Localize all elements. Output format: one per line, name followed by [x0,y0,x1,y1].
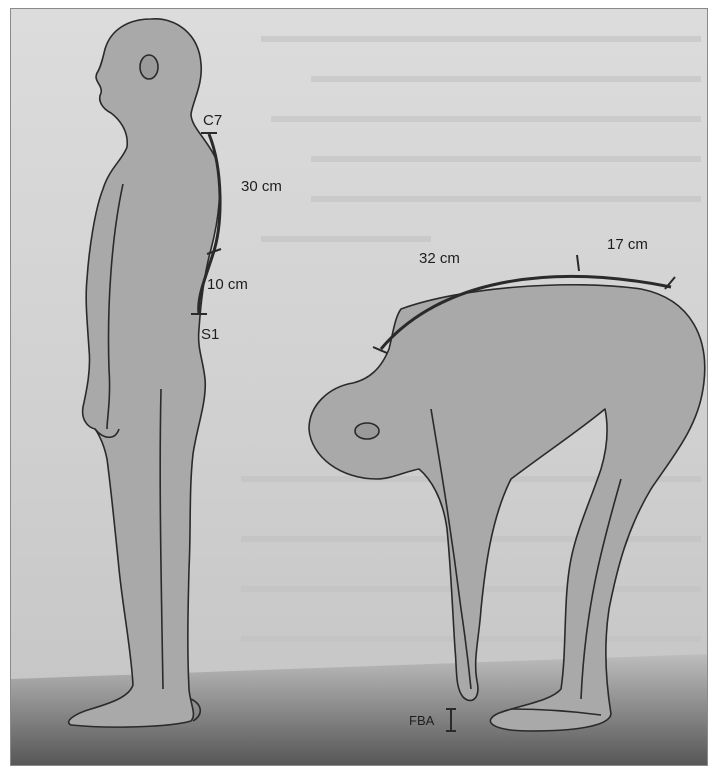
upper-segment-label: 30 cm [241,178,282,195]
bent-upper-label: 32 cm [419,250,460,267]
fba-label: FBA [409,713,435,728]
bending-ear [355,423,379,439]
standing-ear [140,55,158,79]
schober-diagram: C7 30 cm 10 cm S1 32 cm 17 cm FBA [11,9,708,766]
bent-lower-label: 17 cm [607,236,648,253]
c7-label: C7 [203,112,222,129]
s1-label: S1 [201,326,219,343]
lower-segment-label: 10 cm [207,276,248,293]
diagram-frame: C7 30 cm 10 cm S1 32 cm 17 cm FBA [10,8,708,766]
